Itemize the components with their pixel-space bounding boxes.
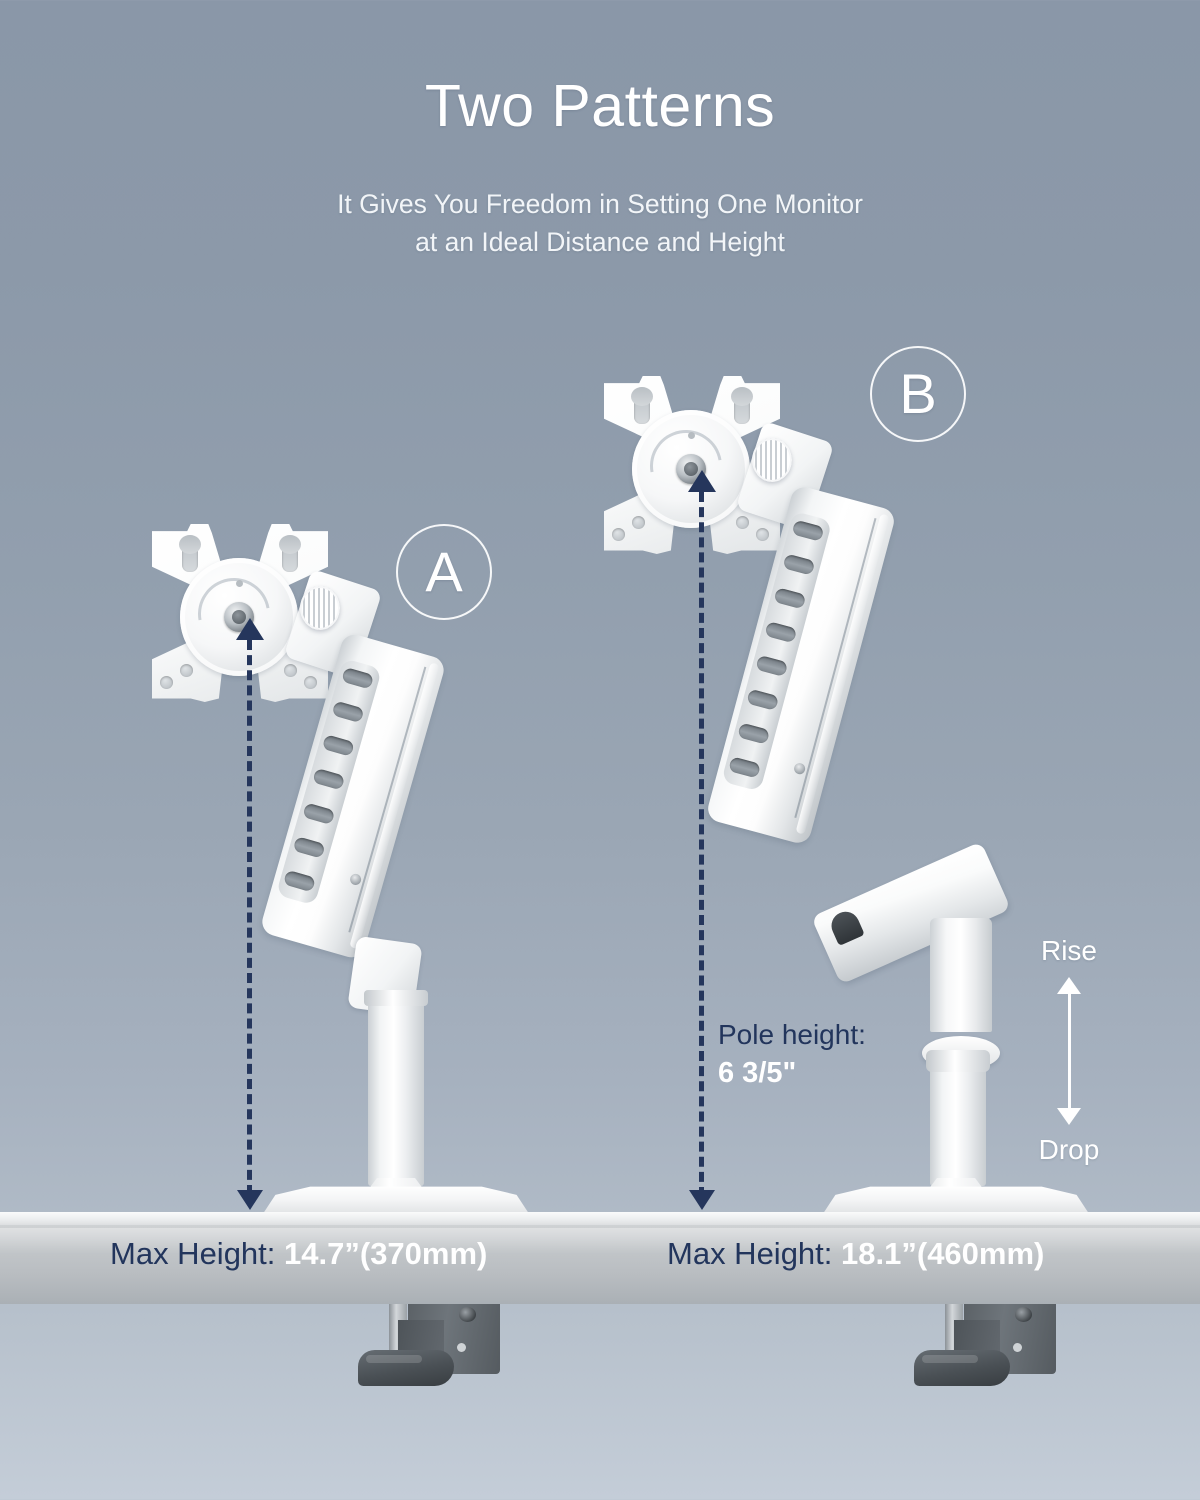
- vesa-stop-pin-a: [236, 580, 243, 587]
- rise-label: Rise: [1040, 935, 1097, 966]
- clamp-knob-highlight-a: [366, 1355, 422, 1363]
- desk-front-face: [0, 1225, 1200, 1304]
- vesa-screw-hole-bottom-right-b: [736, 516, 749, 529]
- arm-vent-slot: [782, 553, 816, 576]
- arm-vent-slot: [331, 700, 365, 724]
- vesa-keyhole-slot-right-b: [731, 387, 753, 424]
- pole-a: [364, 990, 428, 1186]
- arm-vent-slot: [755, 654, 789, 678]
- arm-vent-slot: [292, 835, 326, 859]
- desk-sheen: [0, 1228, 1200, 1254]
- desk-surface: [0, 1212, 1200, 1304]
- arm-vent-slot: [312, 768, 346, 791]
- max-height-value-b: 18.1”(460mm): [841, 1236, 1045, 1271]
- measure-line-a: [247, 640, 252, 1195]
- desk-clamp-a: [340, 1300, 508, 1392]
- riser-collar-b: [930, 918, 992, 1032]
- desk-top-edge: [0, 1212, 1200, 1225]
- measure-arrow-up-a-icon: [236, 618, 264, 640]
- rise-drop-annotation: Rise Drop: [1010, 935, 1128, 1166]
- tilt-tension-knob-b: [752, 438, 792, 482]
- clamp-plate-hole-b: [1013, 1343, 1022, 1352]
- vesa-screw-hole-bottom-right-a: [284, 664, 297, 677]
- pattern-badge-a-label: A: [425, 540, 463, 603]
- vesa-screw-hole-outer-right-a: [304, 676, 317, 689]
- subtitle-line-2: at an Ideal Distance and Height: [415, 226, 785, 257]
- arm-vent-slot: [746, 688, 780, 711]
- vesa-screw-hole-outer-right-b: [756, 528, 769, 541]
- pole-height-value: 6 3/5": [718, 1057, 797, 1090]
- max-height-value-a: 14.7”(370mm): [284, 1236, 488, 1271]
- clamp-plate-screw-a: [459, 1307, 476, 1322]
- arm-vent-slot: [302, 802, 336, 825]
- pattern-badge-b-label: B: [899, 362, 937, 425]
- vesa-screw-hole-outer-left-b: [612, 528, 625, 541]
- vesa-keyhole-slot-left-b: [631, 387, 653, 424]
- arm-pivot-screw-b: [792, 761, 807, 776]
- measure-arrow-down-b-icon: [689, 1190, 715, 1210]
- arm-vent-slot: [321, 734, 355, 758]
- pole-collar-b: [926, 1050, 990, 1072]
- max-height-annotation-a: Max Height: 14.7”(370mm): [110, 1236, 487, 1272]
- vesa-keyhole-slot-left-a: [179, 535, 201, 572]
- rise-drop-arrow-icon: [1049, 976, 1089, 1125]
- arrow-head-up: [1057, 976, 1081, 994]
- pole-height-label: Pole height:: [718, 1019, 866, 1050]
- pattern-badge-a: A: [396, 524, 492, 620]
- measure-arrow-up-b-icon: [688, 470, 716, 492]
- pole-b: [926, 1050, 990, 1186]
- measure-line-b: [699, 492, 704, 1197]
- clamp-tighten-knob-a: [358, 1350, 454, 1386]
- clamp-plate-hole-a: [457, 1343, 466, 1352]
- clamp-tighten-knob-b: [914, 1350, 1010, 1386]
- page-title: Two Patterns: [424, 73, 776, 139]
- arm-pivot-screw-a: [348, 872, 363, 887]
- measure-arrow-down-a-icon: [237, 1190, 263, 1210]
- tilt-tension-knob-a: [300, 586, 340, 630]
- arrow-head-down: [1057, 1107, 1081, 1125]
- arm-vent-slot: [773, 587, 807, 610]
- max-height-annotation-b: Max Height: 18.1”(460mm): [667, 1236, 1044, 1272]
- vesa-screw-hole-bottom-left-a: [180, 664, 193, 677]
- subtitle-line-1: It Gives You Freedom in Setting One Moni…: [337, 189, 863, 219]
- arm-vent-slot: [737, 722, 771, 745]
- arm-vent-slots-b: [728, 519, 825, 779]
- max-height-label-b: Max Height:: [667, 1236, 833, 1271]
- vesa-keyhole-slot-right-a: [279, 535, 301, 572]
- desk-clamp-b: [896, 1300, 1064, 1392]
- arm-vent-slot: [764, 621, 798, 644]
- cable-channel-cap-b: [827, 907, 865, 947]
- pole-collar-a: [364, 990, 428, 1006]
- arrow-shaft: [1068, 986, 1071, 1115]
- drop-label: Drop: [1038, 1133, 1100, 1165]
- page-subtitle: It Gives You Freedom in Setting One Moni…: [0, 186, 1200, 261]
- vesa-stop-pin-b: [688, 432, 695, 439]
- clamp-plate-screw-b: [1015, 1307, 1032, 1322]
- clamp-knob-highlight-b: [922, 1355, 978, 1363]
- pole-height-annotation: Pole height: 6 3/5": [718, 1018, 866, 1092]
- pattern-badge-b: B: [870, 346, 966, 442]
- max-height-label-a: Max Height:: [110, 1236, 276, 1271]
- vesa-screw-hole-outer-left-a: [160, 676, 173, 689]
- vesa-screw-hole-bottom-left-b: [632, 516, 645, 529]
